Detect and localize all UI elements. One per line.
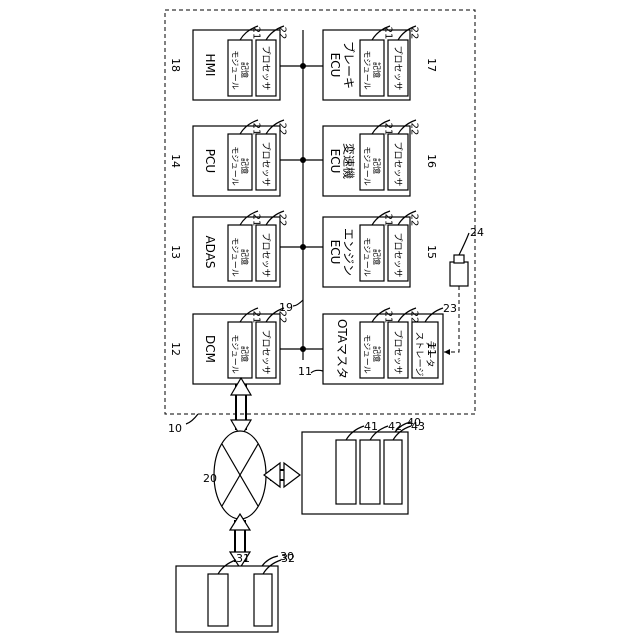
ref-21-11: 21 — [383, 311, 394, 324]
processor-label-12: プロセッサ — [260, 329, 271, 374]
ref-22-14: 22 — [277, 123, 288, 136]
processor-label-13: プロセッサ — [260, 232, 271, 277]
processor-label-14: プロセッサ — [260, 141, 271, 186]
processor-label-18: プロセッサ — [260, 45, 271, 90]
info-terminal-processor-box — [360, 440, 380, 504]
sensor-24 — [444, 233, 469, 355]
info-terminal-hmi-box — [384, 440, 402, 504]
ref-22-15: 22 — [409, 214, 420, 227]
processor-label-16: プロセッサ — [392, 141, 403, 186]
ref-21-13: 21 — [251, 214, 262, 227]
ref-21-14: 21 — [251, 123, 262, 136]
ecu-name-12: DCM — [203, 335, 217, 363]
ref-24: 24 — [470, 226, 484, 239]
ota-server-storage-box — [208, 574, 228, 626]
ecu-name-13: ADAS — [203, 235, 217, 268]
ref-41: 41 — [364, 420, 378, 433]
ref-12: 12 — [169, 342, 182, 356]
ref-43: 43 — [411, 420, 425, 433]
ref-10: 10 — [168, 422, 182, 435]
ref-17: 17 — [425, 58, 438, 72]
info-terminal-storage-box — [336, 440, 356, 504]
ecu-name-14: PCU — [203, 149, 217, 173]
network-20 — [214, 431, 266, 519]
ref-23: 23 — [443, 302, 457, 315]
ref-21-12: 21 — [251, 311, 262, 324]
ref-13: 13 — [169, 245, 182, 259]
processor-label-15: プロセッサ — [392, 232, 403, 277]
processor-label-11: プロセッサ — [392, 329, 403, 374]
ref-32: 32 — [281, 552, 295, 565]
arrow-dcm-network — [231, 378, 251, 437]
ref-21-16: 21 — [383, 123, 394, 136]
ref-21-15: 21 — [383, 214, 394, 227]
ref-42: 42 — [388, 420, 402, 433]
ref-15: 15 — [425, 245, 438, 259]
ota-server-processor-box — [254, 574, 272, 626]
ref-22-16: 22 — [409, 123, 420, 136]
ref-16: 16 — [425, 154, 438, 168]
ref-20: 20 — [203, 472, 217, 485]
ref-22-13: 22 — [277, 214, 288, 227]
processor-label-17: プロセッサ — [392, 45, 403, 90]
arrow-network-terminal — [264, 463, 300, 487]
ecu-name-18: HMI — [203, 54, 217, 77]
ref-11: 11 — [298, 365, 312, 378]
ref-14: 14 — [169, 154, 182, 168]
ref-22-11: 22 — [409, 311, 420, 324]
ref-18: 18 — [169, 58, 182, 72]
ref-31: 31 — [236, 552, 250, 565]
ecu-name-11: OTAマスタ — [335, 319, 349, 379]
ref-19: 19 — [279, 301, 293, 314]
